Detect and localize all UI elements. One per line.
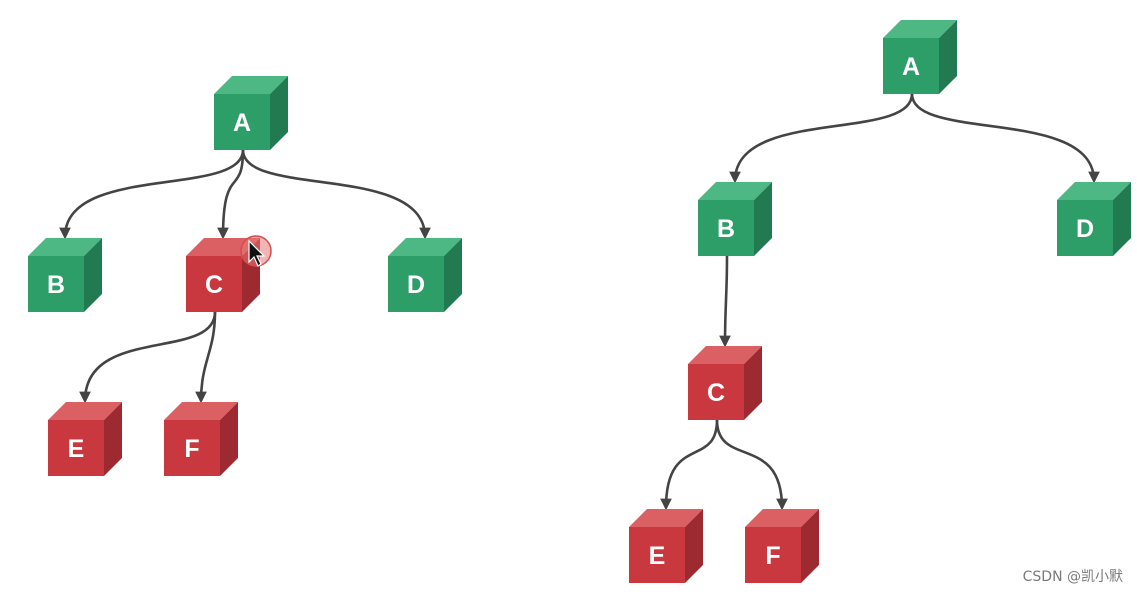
cube-side-face: [444, 238, 462, 312]
node-label: A: [902, 53, 920, 81]
right-tree-edge-b-c: [719, 255, 731, 348]
left-tree-node-d: D: [388, 238, 462, 312]
cube-top-face: [883, 20, 957, 38]
cube-top-face: [688, 346, 762, 364]
cube-top-face: [388, 238, 462, 256]
cube-side-face: [270, 76, 288, 150]
right-tree-node-c: C: [688, 346, 762, 420]
cube-top-face: [164, 402, 238, 420]
right-tree-edge-c-f: [715, 419, 788, 511]
left-tree-node-a: A: [214, 76, 288, 150]
cube-top-face: [629, 509, 703, 527]
right-tree-node-d: D: [1057, 182, 1131, 256]
node-label: E: [68, 435, 85, 463]
node-label: B: [47, 271, 65, 299]
cube-side-face: [754, 182, 772, 256]
cube-front-face: [164, 420, 220, 476]
cube-front-face: [186, 256, 242, 312]
watermark-text: CSDN @凯小默: [1022, 569, 1123, 585]
cube-top-face: [1057, 182, 1131, 200]
node-label: F: [184, 435, 199, 463]
left-tree-node-b: B: [28, 238, 102, 312]
node-label: C: [707, 379, 725, 407]
cube-side-face: [939, 20, 957, 94]
cube-top-face: [698, 182, 772, 200]
right-tree-edge-c-e: [660, 419, 719, 511]
right-tree-node-a: A: [883, 20, 957, 94]
cube-front-face: [745, 527, 801, 583]
cube-front-face: [214, 94, 270, 150]
cube-front-face: [48, 420, 104, 476]
cube-front-face: [28, 256, 84, 312]
right-tree-node-b: B: [698, 182, 772, 256]
cube-side-face: [84, 238, 102, 312]
cube-side-face: [220, 402, 238, 476]
cube-top-face: [214, 76, 288, 94]
cube-side-face: [801, 509, 819, 583]
cube-side-face: [104, 402, 122, 476]
right-tree-edge-a-d: [910, 93, 1100, 184]
cube-top-face: [48, 402, 122, 420]
cube-front-face: [698, 200, 754, 256]
right-tree-edge-a-b: [729, 93, 914, 184]
cube-front-face: [688, 364, 744, 420]
left-tree-edge-a-b: [59, 149, 245, 240]
right-tree-node-e: E: [629, 509, 703, 583]
node-label: D: [1076, 215, 1094, 243]
move-cursor-icon: [240, 235, 272, 267]
left-tree-edge-a-d: [241, 149, 431, 240]
cube-front-face: [1057, 200, 1113, 256]
node-label: A: [233, 109, 251, 137]
nodes-layer: A B C D E F A B D C E F: [28, 20, 1131, 583]
node-label: C: [205, 271, 223, 299]
cube-side-face: [1113, 182, 1131, 256]
left-tree-edge-c-f: [195, 311, 217, 404]
left-tree-node-f: F: [164, 402, 238, 476]
node-label: B: [717, 215, 735, 243]
node-label: E: [649, 542, 666, 570]
left-tree-node-e: E: [48, 402, 122, 476]
cube-top-face: [745, 509, 819, 527]
edges-layer: [59, 93, 1100, 511]
cube-side-face: [744, 346, 762, 420]
left-tree-edge-a-c: [217, 149, 245, 240]
cube-front-face: [629, 527, 685, 583]
node-label: D: [407, 271, 425, 299]
left-tree-edge-c-e: [79, 311, 217, 404]
cube-top-face: [28, 238, 102, 256]
cube-front-face: [388, 256, 444, 312]
cube-side-face: [685, 509, 703, 583]
node-label: F: [765, 542, 780, 570]
cube-front-face: [883, 38, 939, 94]
right-tree-node-f: F: [745, 509, 819, 583]
